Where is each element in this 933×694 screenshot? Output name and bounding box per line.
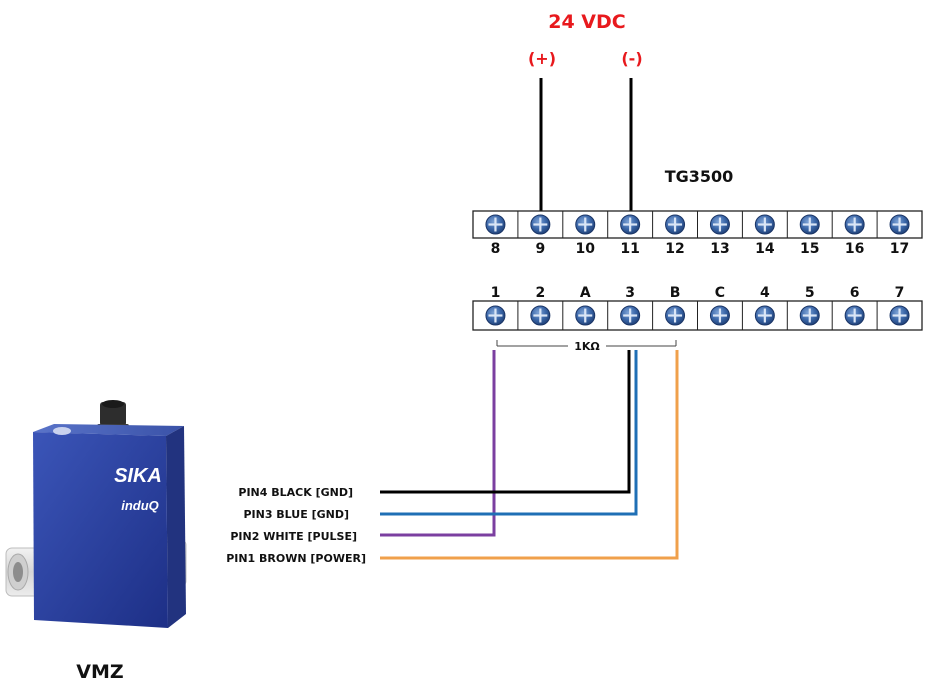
terminal-screw-17 (889, 214, 910, 235)
terminal-number-16: 16 (845, 241, 864, 257)
terminal-number-3: 3 (625, 285, 635, 301)
bottom-terminal-strip (472, 300, 923, 331)
bottom-terminal-numbers: 1 2 A 3 B C 4 5 6 7 (491, 285, 905, 301)
pin4-label: PIN4 BLACK [GND] (238, 486, 353, 499)
sensor-subbrand: induQ (121, 498, 159, 513)
terminal-screw-A (575, 305, 596, 326)
terminal-number-9: 9 (535, 241, 545, 257)
top-terminal-strip (472, 210, 923, 239)
terminal-screw-14 (754, 214, 775, 235)
terminal-screw-3 (620, 305, 641, 326)
pin3-label: PIN3 BLUE [GND] (243, 508, 349, 521)
terminal-number-17: 17 (890, 241, 909, 257)
terminal-screw-5 (799, 305, 820, 326)
terminal-screw-10 (575, 214, 596, 235)
vmz-sensor-image: SIKA induQ (5, 400, 187, 628)
terminal-number-1: 1 (491, 285, 501, 301)
terminal-screw-B (665, 305, 686, 326)
terminal-screw-6 (844, 305, 865, 326)
terminal-number-5: 5 (805, 285, 815, 301)
terminal-number-8: 8 (491, 241, 501, 257)
pin2-label: PIN2 WHITE [PULSE] (230, 530, 357, 543)
terminal-number-13: 13 (710, 241, 729, 257)
terminal-number-10: 10 (576, 241, 596, 257)
terminal-screw-1 (485, 305, 506, 326)
terminal-number-7: 7 (895, 285, 905, 301)
terminal-screw-15 (799, 214, 820, 235)
terminal-number-6: 6 (850, 285, 860, 301)
terminal-number-C: C (715, 285, 725, 301)
terminal-number-12: 12 (665, 241, 684, 257)
terminal-screw-11 (620, 214, 641, 235)
power-title: 24 VDC (548, 11, 625, 33)
terminal-screw-16 (844, 214, 865, 235)
wire-pin4-black (380, 350, 631, 494)
wire-pin2-white (380, 350, 496, 537)
terminal-number-15: 15 (800, 241, 819, 257)
terminal-screw-9 (530, 214, 551, 235)
sensor-brand: SIKA (114, 465, 162, 487)
terminal-screw-7 (889, 305, 910, 326)
terminal-number-2: 2 (535, 285, 545, 301)
wire-pin1-brown (380, 350, 679, 560)
terminal-number-4: 4 (760, 285, 770, 301)
terminal-screw-12 (665, 214, 686, 235)
sensor-model: VMZ (76, 661, 123, 683)
resistor-bracket (496, 340, 677, 347)
terminal-number-B: B (670, 285, 681, 301)
resistor-label: 1KΩ (574, 340, 600, 353)
terminal-number-14: 14 (755, 241, 775, 257)
terminal-number-A: A (580, 285, 591, 301)
power-positive-label: (+) (528, 49, 556, 68)
terminal-screw-C (709, 305, 730, 326)
terminal-number-11: 11 (620, 241, 639, 257)
terminal-screw-8 (485, 214, 506, 235)
terminal-screw-4 (754, 305, 775, 326)
terminal-screw-13 (709, 214, 730, 235)
top-terminal-numbers: 8 9 10 11 12 13 14 15 16 17 (491, 241, 910, 257)
pin1-label: PIN1 BROWN [POWER] (226, 552, 366, 565)
terminal-screw-2 (530, 305, 551, 326)
power-negative-label: (-) (621, 49, 642, 68)
controller-name: TG3500 (665, 167, 734, 186)
wire-pin3-blue (380, 350, 638, 516)
